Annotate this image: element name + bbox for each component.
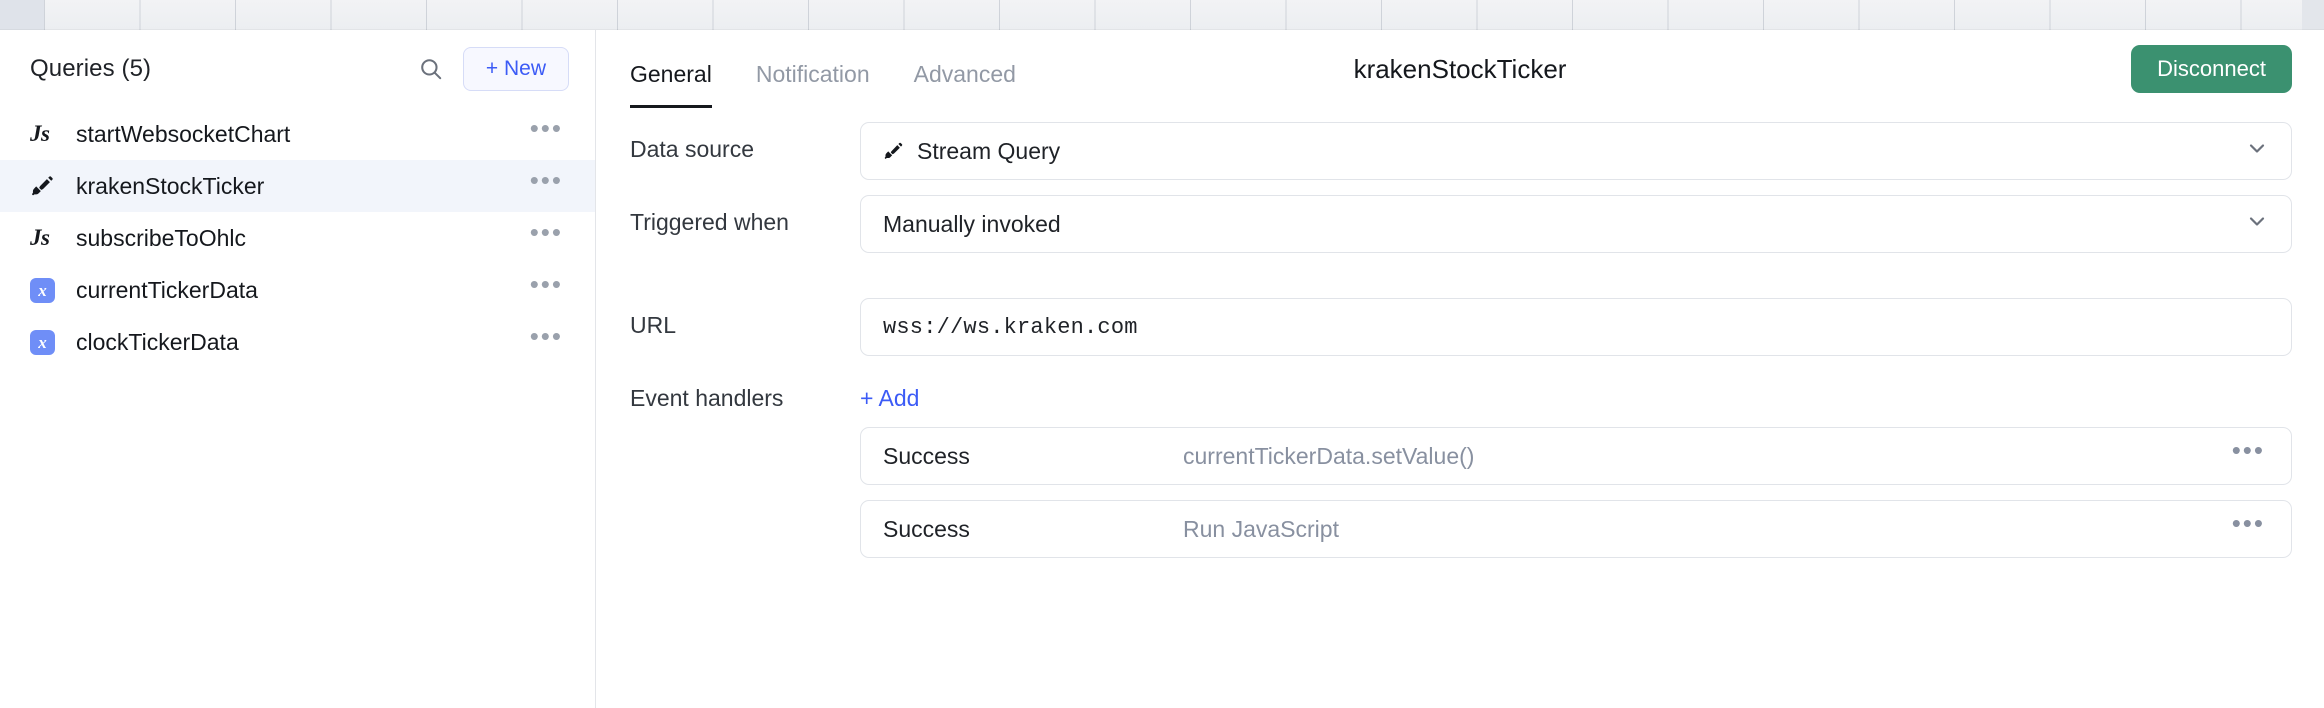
queries-title: Queries (5) bbox=[30, 55, 152, 82]
data-source-value: Stream Query bbox=[917, 137, 1061, 164]
list-item[interactable]: Js startWebsocketChart ••• bbox=[0, 108, 595, 160]
plug-icon bbox=[883, 140, 905, 162]
event-handler-more-icon[interactable]: ••• bbox=[2231, 435, 2265, 466]
form-spacer bbox=[630, 268, 2292, 298]
chevron-down-icon[interactable] bbox=[2245, 209, 2269, 239]
new-query-button[interactable]: + New bbox=[462, 47, 569, 91]
search-icon[interactable] bbox=[411, 49, 451, 89]
event-handler-item[interactable]: Success currentTickerData.setValue() ••• bbox=[860, 427, 2292, 485]
event-handler-event: Success bbox=[883, 515, 970, 542]
list-item-more-icon[interactable]: ••• bbox=[529, 321, 563, 352]
list-item[interactable]: x clockTickerData ••• bbox=[0, 316, 595, 368]
js-icon: Js bbox=[30, 121, 50, 146]
js-icon: Js bbox=[30, 225, 50, 250]
list-item-label: startWebsocketChart bbox=[76, 120, 291, 147]
event-handler-item[interactable]: Success Run JavaScript ••• bbox=[860, 500, 2292, 558]
query-list: Js startWebsocketChart ••• krakenStockTi… bbox=[0, 108, 595, 708]
queries-sidebar-header: Queries (5) + New bbox=[0, 30, 595, 108]
data-source-label: Data source bbox=[630, 136, 755, 162]
chevron-down-icon[interactable] bbox=[2245, 136, 2269, 166]
x-icon: x bbox=[30, 329, 64, 355]
triggered-when-value: Manually invoked bbox=[883, 210, 1061, 237]
data-source-select[interactable]: Stream Query bbox=[860, 122, 2292, 180]
event-handler-more-icon[interactable]: ••• bbox=[2231, 508, 2265, 539]
tab-bar: General Notification Advanced bbox=[630, 30, 1016, 108]
list-item[interactable]: Js subscribeToOhlc ••• bbox=[0, 212, 595, 264]
list-item[interactable]: x currentTickerData ••• bbox=[0, 264, 595, 316]
query-editor-panel: Queries (5) + New Js startWebsocketChart… bbox=[0, 30, 2324, 708]
list-item-more-icon[interactable]: ••• bbox=[529, 113, 563, 144]
canvas-row-gutter bbox=[0, 0, 44, 30]
event-handler-action: currentTickerData.setValue() bbox=[1183, 442, 1475, 469]
query-content-header: General Notification Advanced krakenStoc… bbox=[596, 30, 2324, 108]
canvas-scrollbar-gutter[interactable] bbox=[2302, 0, 2324, 30]
add-event-handler-button[interactable]: + Add bbox=[860, 385, 920, 411]
list-item-more-icon[interactable]: ••• bbox=[529, 165, 563, 196]
query-form: Data source Stream Query bbox=[596, 108, 2324, 708]
url-input[interactable]: wss://ws.kraken.com bbox=[860, 298, 2292, 356]
event-handlers-label: Event handlers bbox=[630, 385, 784, 411]
disconnect-button[interactable]: Disconnect bbox=[2131, 45, 2292, 93]
triggered-when-label: Triggered when bbox=[630, 209, 789, 235]
triggered-when-row: Triggered when Manually invoked bbox=[630, 195, 2292, 253]
list-item-label: clockTickerData bbox=[76, 328, 239, 355]
list-item-more-icon[interactable]: ••• bbox=[529, 217, 563, 248]
canvas-grid-strip bbox=[0, 0, 2324, 30]
tab-general[interactable]: General bbox=[630, 61, 712, 108]
x-icon: x bbox=[30, 277, 64, 303]
url-label: URL bbox=[630, 312, 677, 338]
event-handler-list: Success currentTickerData.setValue() •••… bbox=[860, 427, 2292, 573]
event-handler-action: Run JavaScript bbox=[1183, 515, 1339, 542]
event-handler-event: Success bbox=[883, 442, 970, 469]
data-source-row: Data source Stream Query bbox=[630, 122, 2292, 180]
url-row: URL wss://ws.kraken.com bbox=[630, 298, 2292, 356]
list-item-more-icon[interactable]: ••• bbox=[529, 269, 563, 300]
event-handler-list-spacer bbox=[630, 427, 860, 441]
tab-notification[interactable]: Notification bbox=[755, 61, 870, 87]
event-handler-list-row: Success currentTickerData.setValue() •••… bbox=[630, 427, 2292, 573]
queries-sidebar: Queries (5) + New Js startWebsocketChart… bbox=[0, 30, 596, 708]
query-content: General Notification Advanced krakenStoc… bbox=[596, 30, 2324, 708]
list-item[interactable]: krakenStockTicker ••• bbox=[0, 160, 595, 212]
tab-advanced[interactable]: Advanced bbox=[913, 61, 1016, 87]
event-handlers-head: + Add bbox=[860, 371, 2292, 412]
plug-icon bbox=[30, 173, 64, 199]
triggered-when-select[interactable]: Manually invoked bbox=[860, 195, 2292, 253]
event-handlers-row: Event handlers + Add bbox=[630, 371, 2292, 412]
list-item-label: subscribeToOhlc bbox=[76, 224, 247, 251]
canvas-grid-columns bbox=[44, 0, 2302, 30]
list-item-label: krakenStockTicker bbox=[76, 172, 265, 199]
list-item-label: currentTickerData bbox=[76, 276, 258, 303]
